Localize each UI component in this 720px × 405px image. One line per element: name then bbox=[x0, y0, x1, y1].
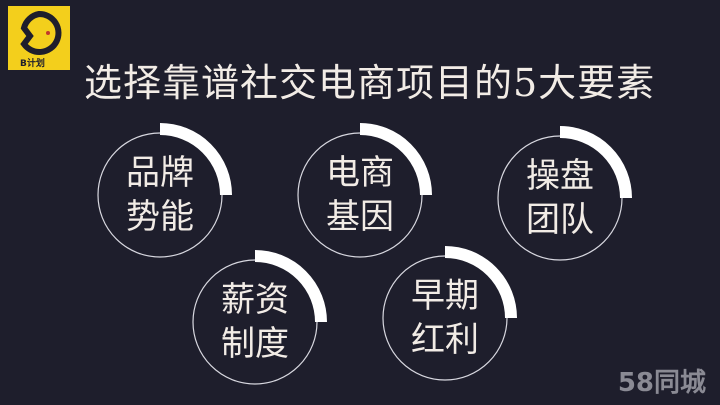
page-title: 选择靠谱社交电商项目的5大要素 bbox=[84, 61, 656, 105]
factor-label: 品牌 bbox=[126, 153, 194, 193]
factor-label: 团队 bbox=[526, 200, 594, 240]
fish-logo-icon bbox=[20, 10, 62, 55]
factor-label: 操盘 bbox=[526, 156, 594, 196]
watermark: 58同城 bbox=[617, 368, 706, 398]
factor-early-bonus: 早期红利 bbox=[365, 238, 525, 398]
factor-label: 制度 bbox=[221, 324, 289, 364]
factor-label: 电商 bbox=[326, 153, 394, 193]
factor-team: 操盘团队 bbox=[480, 118, 640, 278]
logo-text: B计划 bbox=[20, 59, 45, 69]
factor-label: 红利 bbox=[411, 320, 479, 360]
factor-label: 势能 bbox=[126, 197, 194, 237]
factor-label: 基因 bbox=[326, 197, 394, 237]
logo: B计划 bbox=[8, 6, 70, 70]
factor-brand: 品牌势能 bbox=[80, 115, 240, 275]
factor-label: 早期 bbox=[411, 276, 479, 316]
factor-ecommerce: 电商基因 bbox=[280, 115, 440, 275]
factor-label: 薪资 bbox=[221, 280, 289, 320]
factor-salary: 薪资制度 bbox=[175, 242, 335, 402]
